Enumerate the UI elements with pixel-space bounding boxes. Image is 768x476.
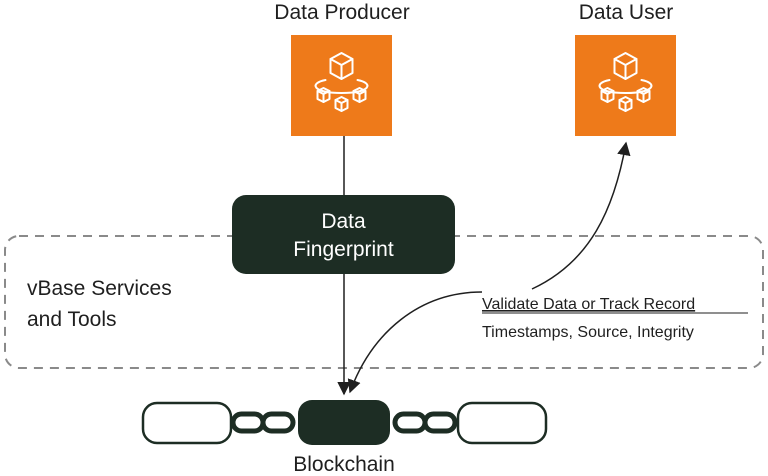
blockchain-label: Blockchain: [293, 453, 395, 476]
blockchain-chain: [141, 400, 548, 445]
validation-to-blockchain-arrow: [347, 291, 483, 394]
validation-to-user-arrow: [531, 141, 631, 290]
chain-link-left-2: [260, 411, 296, 434]
user-node: [575, 35, 676, 136]
chain-block-left: [141, 401, 233, 445]
cube-network-icon: [314, 52, 369, 112]
services-label-line-1: vBase Services: [27, 277, 172, 300]
cube-network-icon: [598, 52, 653, 112]
user-title: Data User: [579, 1, 674, 24]
chain-link-right-1: [392, 411, 428, 434]
validation-title: Validate Data or Track Record: [482, 296, 695, 313]
producer-node: [291, 35, 392, 136]
chain-link-right-2: [422, 411, 458, 434]
fingerprint-line-2: Fingerprint: [293, 238, 394, 261]
chain-link-left-1: [230, 411, 266, 434]
services-region: [4, 235, 764, 369]
services-label-line-2: and Tools: [27, 308, 117, 331]
chain-block-right: [456, 401, 548, 445]
fingerprint-line-1: Data: [321, 210, 366, 233]
validation-details: Timestamps, Source, Integrity: [482, 324, 694, 341]
chain-block-center: [298, 400, 390, 445]
fingerprint-node: Data Fingerprint: [232, 195, 455, 274]
producer-title: Data Producer: [274, 1, 409, 24]
